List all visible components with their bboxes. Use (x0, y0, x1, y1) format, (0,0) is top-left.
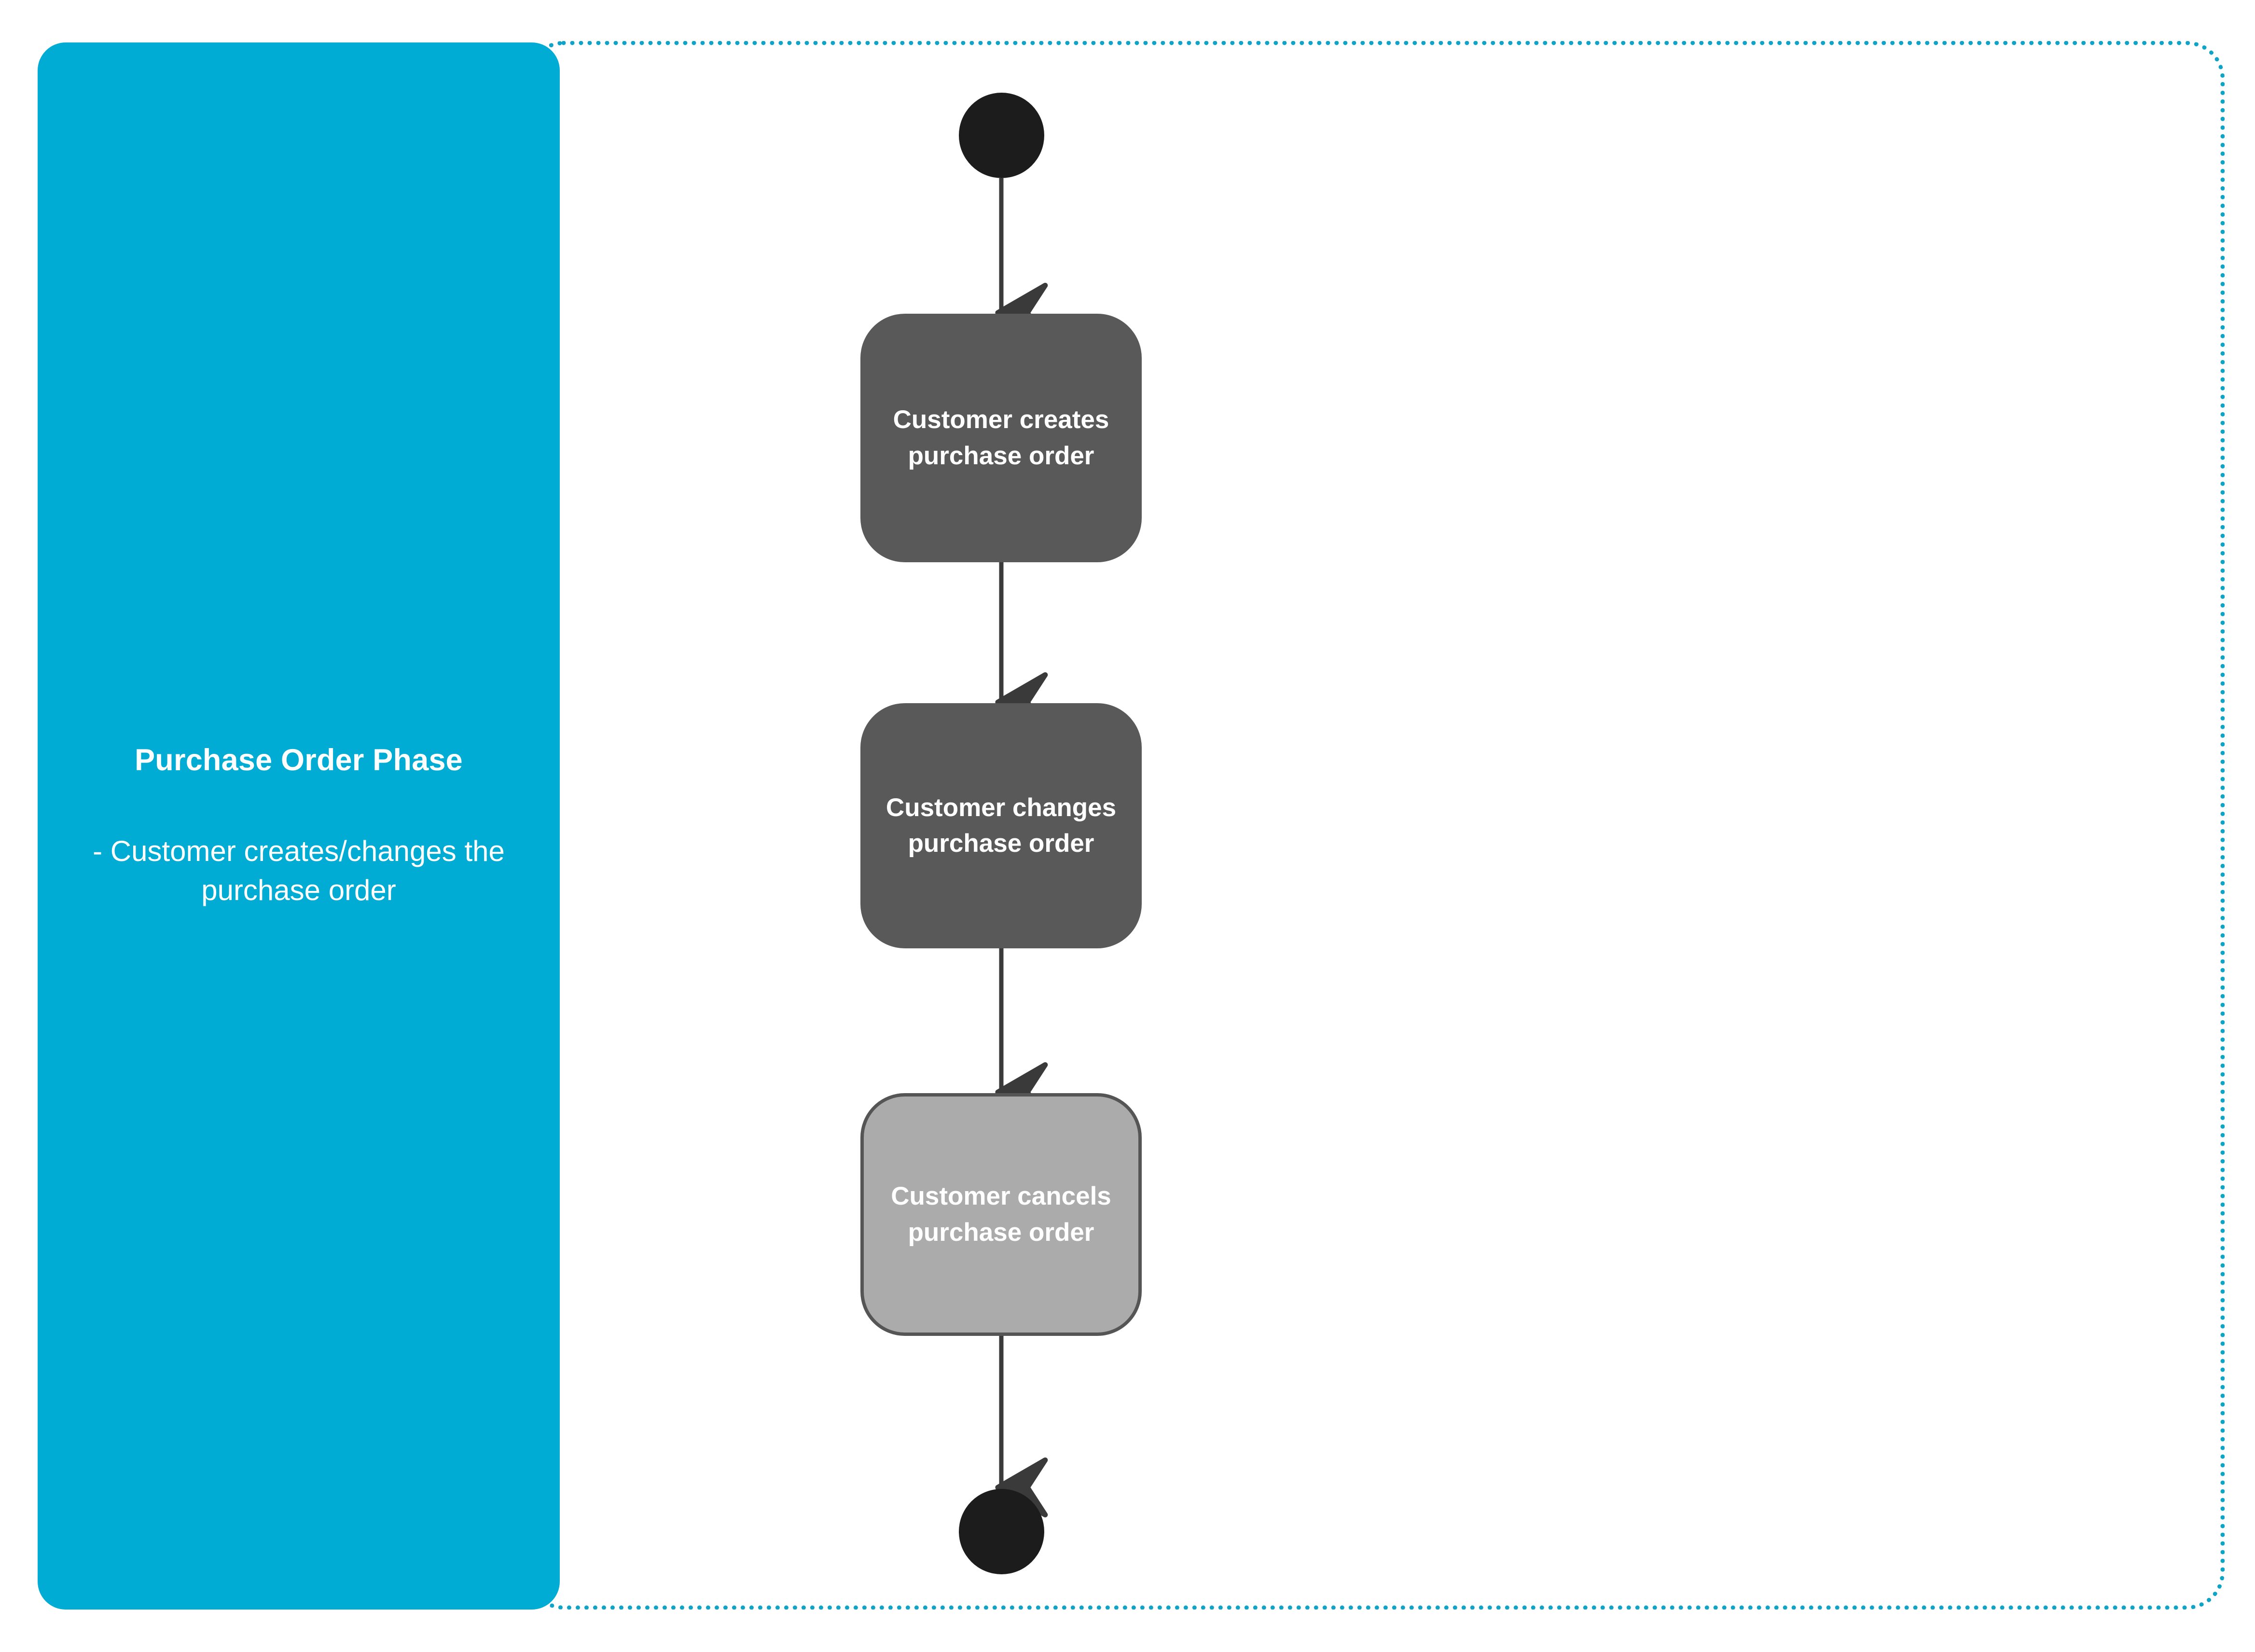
node-label: Customer creates purchase order (893, 405, 1109, 470)
end-node[interactable] (959, 1489, 1044, 1574)
phase-description: - Customer creates/changes the purchase … (93, 835, 505, 907)
node-label: Customer changes purchase order (885, 793, 1117, 858)
activity-node-customer-cancels-purchase-order[interactable]: Customer cancels purchase order (860, 1093, 1142, 1336)
start-node[interactable] (959, 93, 1044, 178)
activity-node-customer-creates-purchase-order[interactable]: Customer creates purchase order (860, 314, 1142, 562)
activity-node-customer-changes-purchase-order[interactable]: Customer changes purchase order (860, 703, 1142, 948)
phase-banner[interactable]: Purchase Order Phase - Customer creates/… (38, 42, 560, 1610)
phase-title: Purchase Order Phase (135, 743, 463, 777)
phase-boundary (526, 41, 2225, 1610)
node-label: Customer cancels purchase order (891, 1182, 1111, 1247)
